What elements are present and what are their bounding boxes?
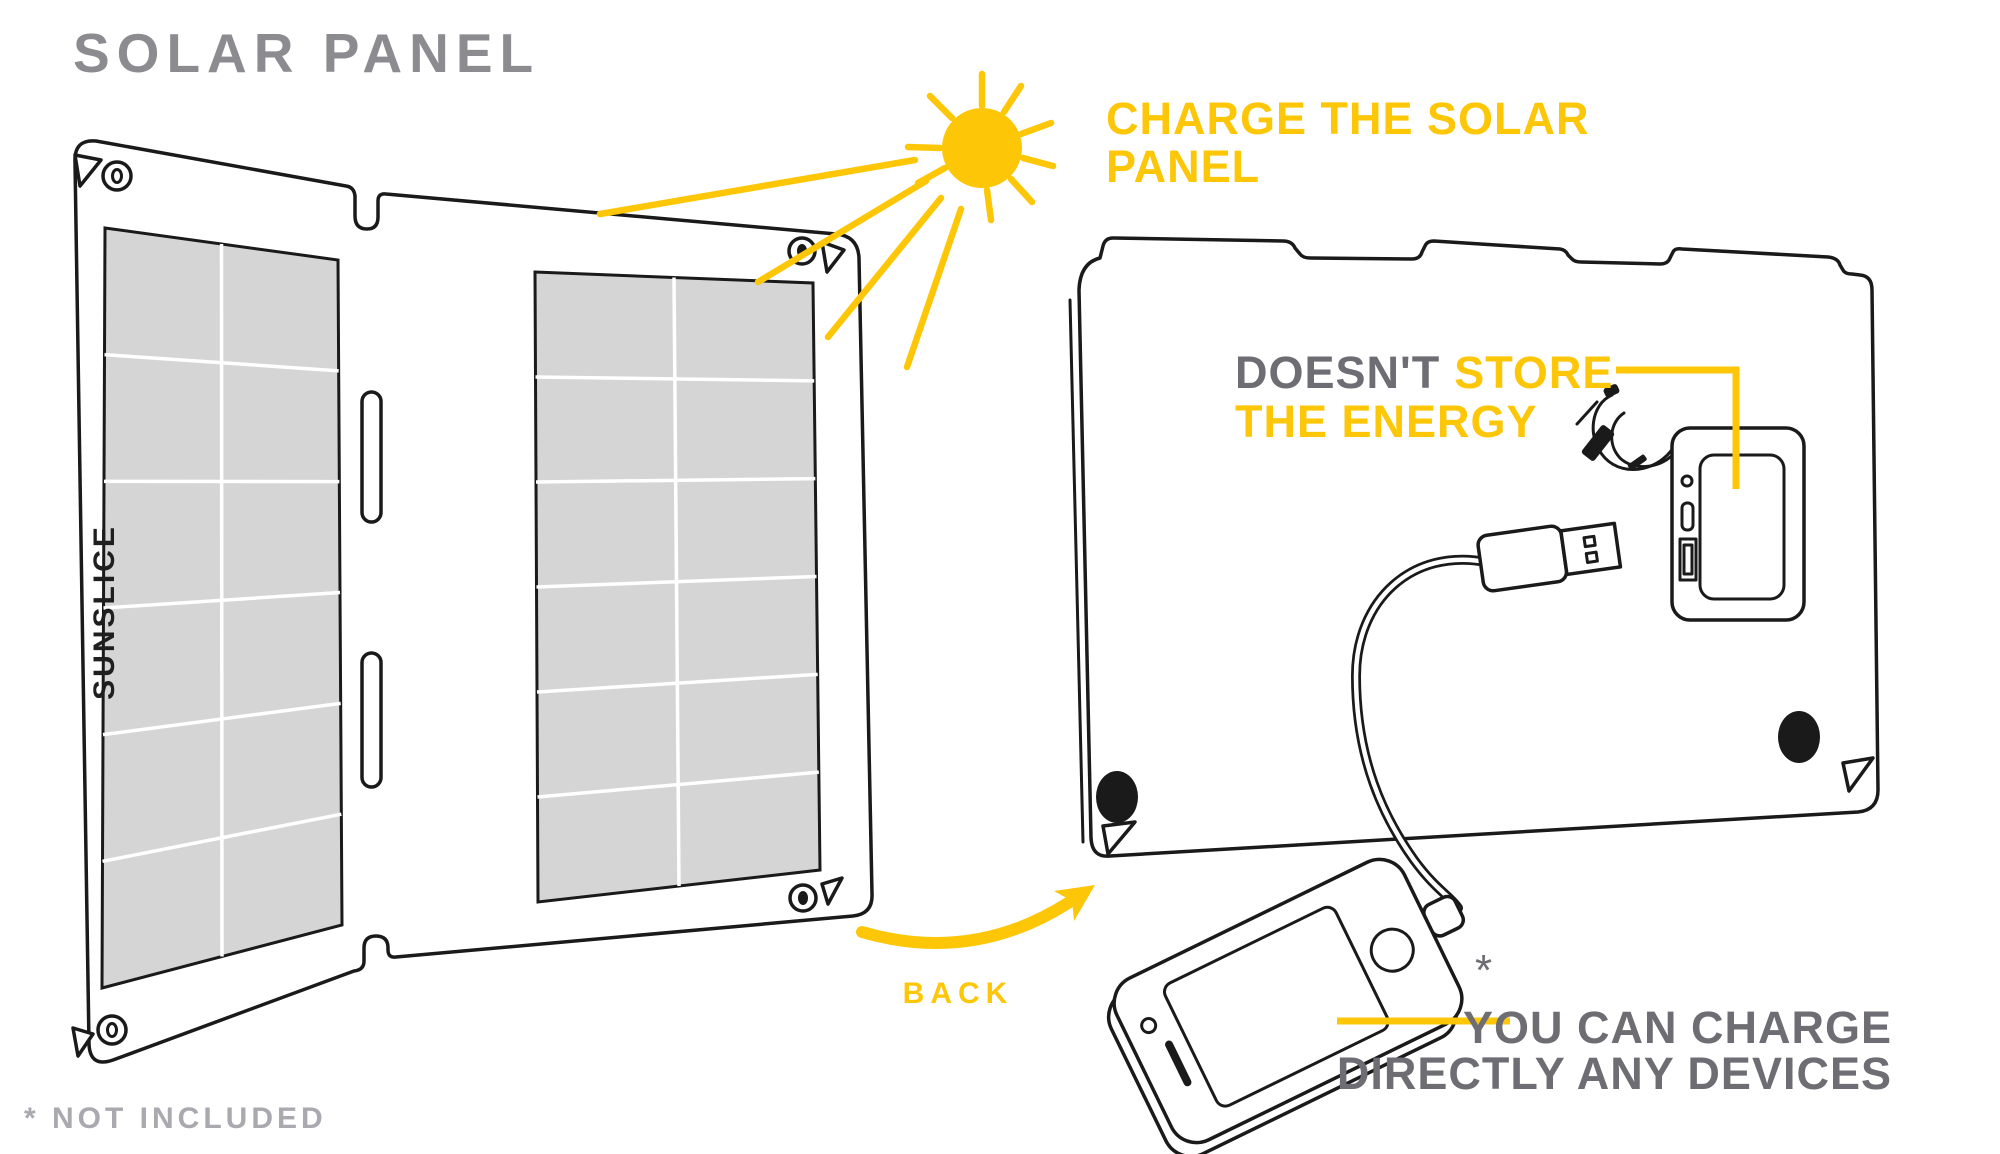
corner-triangle-top-left [73,153,103,188]
sun-disc [942,108,1022,188]
home-button [1369,927,1415,973]
front-panel-illustration: SUNSLICE [71,139,874,1064]
hinge-slot-bottom [360,651,383,789]
junction-box-handle-hole [1698,453,1786,601]
cell-divider [102,812,342,864]
svg-text:DIRECTLY ANY DEVICES: DIRECTLY ANY DEVICES [1337,1048,1892,1099]
strap-tip [1603,384,1620,398]
corner-triangle-bottom-left [71,1026,95,1058]
svg-text:YOU CAN CHARGE: YOU CAN CHARGE [1463,1002,1892,1053]
corner-triangle-back-left [1101,820,1137,856]
sun-icon [596,70,1057,371]
store-pointer-line [1616,366,1740,489]
svg-text:THE ENERGY: THE ENERGY [1235,396,1538,447]
corner-triangle-bottom-right [820,876,844,906]
sun-beam-long [596,156,919,218]
hinge-slot-top [360,390,383,524]
back-panel-illustration [1068,236,1880,858]
solar-cells-left [100,226,344,990]
charge-annotation: CHARGE THE SOLAR PANEL [1106,93,1590,192]
usb-plug-shell [1559,521,1623,577]
eyelet-bottom-right [788,883,818,913]
back-arrow-icon [856,897,1074,949]
speaker-slot [1165,1040,1192,1087]
sun-rays [596,70,1057,371]
strap-clip [1581,425,1615,461]
magnet-dot-left [1096,771,1138,823]
svg-text:CHARGE THE SOLAR: CHARGE THE SOLAR [1106,93,1590,144]
eyelet-top-left [101,160,133,192]
cell-divider [103,590,341,610]
phone-screen [1162,905,1390,1108]
footnote: * NOT INCLUDED [24,1102,327,1135]
usb-a-port [1678,537,1698,582]
cell-divider [535,375,815,383]
cell-divider [104,352,339,373]
usb-plug [1476,521,1623,593]
phone-illustration [1106,857,1466,1154]
magnet-dot-right [1778,711,1820,763]
page-title: SOLAR PANEL [73,22,540,84]
usb-plug-body [1476,524,1569,593]
brand-logo: SUNSLICE [88,524,121,700]
cell-divider [537,770,819,799]
corner-triangle-top-right [820,240,846,274]
camera-dot [1140,1017,1158,1035]
solar-cells-right [533,270,822,904]
panel-thickness-line [1068,298,1085,844]
strap-hook [1591,393,1679,471]
cell-divider [535,476,816,484]
usb-cable [1350,554,1491,913]
cell-divider [536,672,818,694]
junction-box [1575,384,1806,622]
asterisk-marker: * [1475,946,1492,995]
back-annotation: BACK [856,885,1095,1010]
corner-triangle-back-right [1841,756,1875,793]
usb-c-port [1680,501,1695,532]
svg-text:PANEL: PANEL [1106,141,1260,192]
cell-divider [536,574,817,589]
cell-divider [102,701,341,737]
led-indicator [1680,474,1694,488]
devices-annotation: YOU CAN CHARGE DIRECTLY ANY DEVICES [1337,1002,1892,1099]
eyelet-bottom-left [96,1014,128,1046]
back-label: BACK [903,977,1014,1010]
